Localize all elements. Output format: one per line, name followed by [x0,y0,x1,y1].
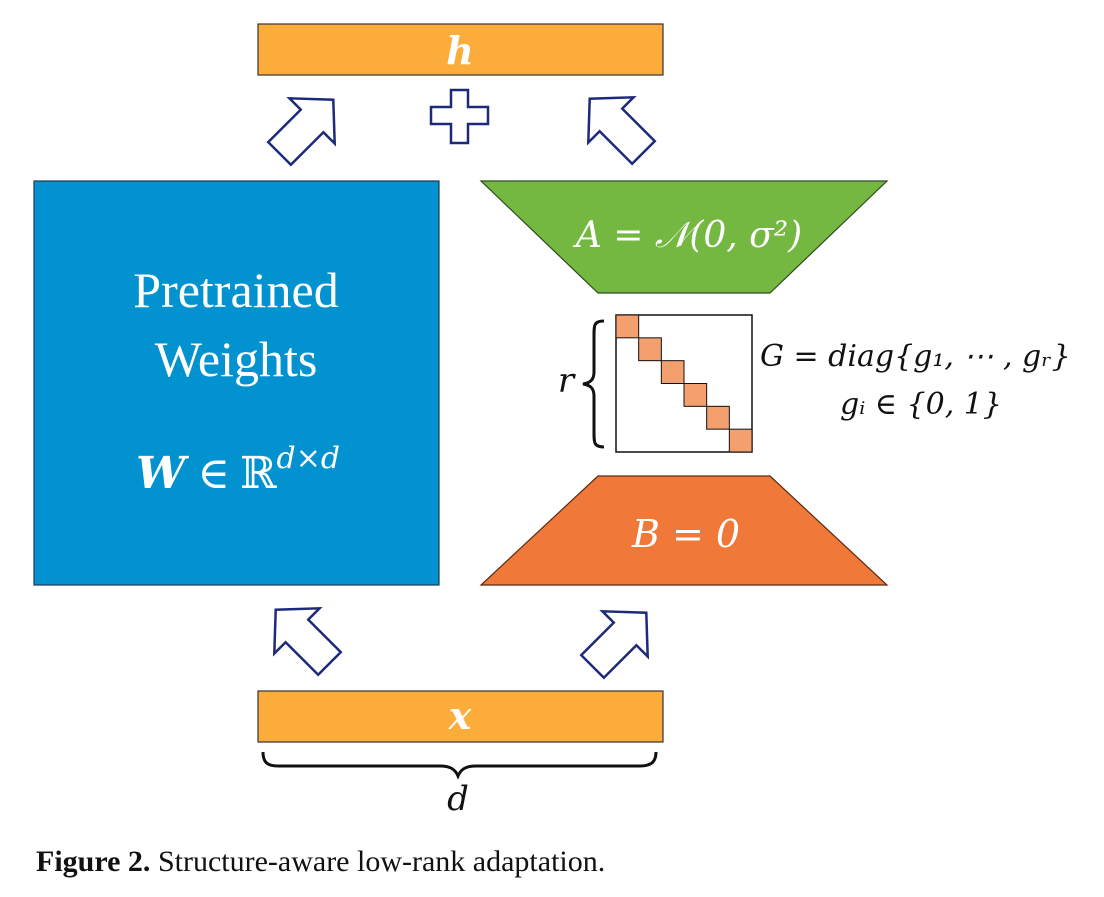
gate-diagonal-cell [728,428,753,453]
gate-diagonal-cell [615,314,640,339]
output-bar-rect [257,23,664,76]
gate-formula: G = diag{g₁, ⋯ , gᵣ} [760,339,1071,374]
rank-brace-icon [582,319,605,449]
pretrained-weights-block: Pretrained Weights W∈ℝd×d [33,180,440,586]
b-block: B = 0 [479,475,889,586]
output-symbol: h [446,28,474,73]
a-block: A = 𝒩(0, σ²) [479,180,889,294]
dimension-brace-icon [261,751,658,780]
input-symbol: x [448,693,473,738]
gate-diagonal-cell [638,337,662,362]
weights-rect [33,180,440,586]
weights-line1: Pretrained [133,262,338,318]
gate-domain: gᵢ ∈ {0, 1} [840,387,1002,422]
a-block-label: A = 𝒩(0, σ²) [573,215,802,256]
b-block-label: B = 0 [631,512,740,556]
plus-icon [429,88,490,145]
arrow-a-to-h-icon [565,74,668,177]
rank-label: r [558,361,576,401]
arrow-x-to-weights-icon [251,585,354,688]
arrow-x-to-b-icon [568,588,671,691]
gate-diagonal-cell [706,405,730,430]
gate-matrix [615,314,753,453]
output-bar: h [257,23,664,76]
weights-line2: Weights [155,331,318,387]
weights-formula: W∈ℝd×d [136,441,340,499]
figure-caption: Figure 2. Structure-aware low-rank adapt… [36,845,605,879]
input-bar-rect [257,690,664,743]
gate-diagonal-cell [660,360,685,384]
dimension-label: d [447,779,469,819]
arrow-weights-to-h-icon [255,75,358,178]
b-trapezoid [479,475,889,586]
a-trapezoid [479,180,889,294]
figure-label: Figure 2. [36,845,151,878]
input-bar: x [257,690,664,743]
figure-caption-text: Structure-aware low-rank adaptation. [150,845,606,878]
gate-diagonal-cell [683,383,708,407]
